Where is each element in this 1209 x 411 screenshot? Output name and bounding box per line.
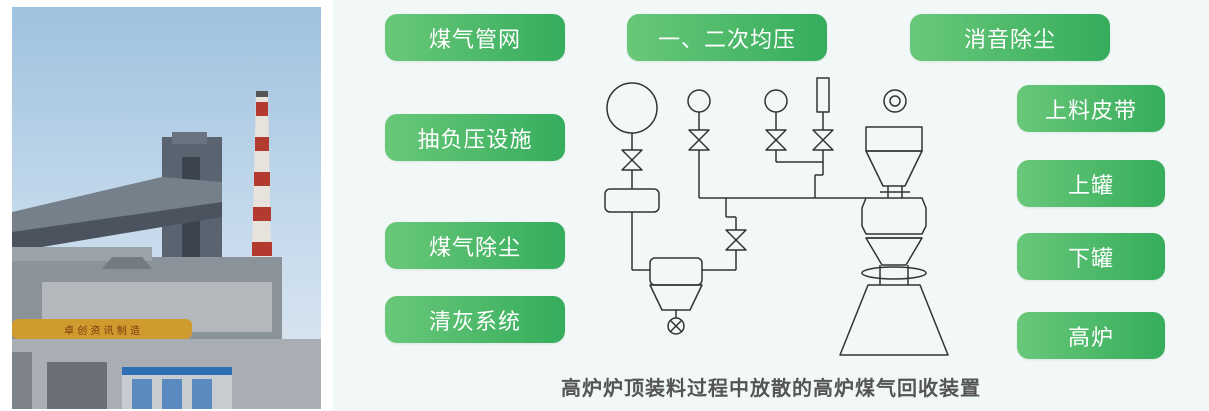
label-ash-cleaning: 清灰系统 <box>385 296 565 343</box>
dust-collector-symbol <box>649 257 703 286</box>
valve-1-symbol <box>688 129 710 151</box>
lower-tank-cone-symbol <box>865 237 923 266</box>
label-blast-furnace: 高炉 <box>1017 312 1165 359</box>
valve-2-symbol <box>765 129 787 151</box>
blast-furnace-photo: 卓 创 资 讯 制 造 <box>12 7 321 409</box>
charging-chute-symbol <box>861 266 927 280</box>
lower-tank-top-symbol <box>861 197 927 235</box>
label-negative-pressure: 抽负压设施 <box>385 114 565 161</box>
label-feed-belt: 上料皮带 <box>1017 85 1165 132</box>
small-tank-2-symbol <box>764 89 788 113</box>
label-upper-tank: 上罐 <box>1017 160 1165 207</box>
valve-left-symbol <box>621 149 643 171</box>
blast-furnace-symbol <box>839 284 949 356</box>
gas-network-tank-symbol <box>606 82 658 134</box>
label-silencer-dedusting: 消音除尘 <box>910 14 1110 61</box>
upper-tank-top-symbol <box>865 126 923 152</box>
feed-belt-symbol <box>883 89 907 113</box>
valve-dust-line-symbol <box>725 229 747 251</box>
small-tank-1-symbol <box>687 89 711 113</box>
label-gas-dedusting: 煤气除尘 <box>385 222 565 269</box>
label-gas-network: 煤气管网 <box>385 14 565 61</box>
photo-banner-text: 卓 创 资 讯 制 造 <box>64 324 140 337</box>
dust-hopper-symbol <box>649 284 703 311</box>
diagram-caption: 高炉炉顶装料过程中放散的高炉煤气回收装置 <box>561 376 981 400</box>
label-lower-tank: 下罐 <box>1017 233 1165 280</box>
label-pressure-equalizing: 一、二次均压 <box>627 14 827 61</box>
blast-furnace-illustration: 卓 创 资 讯 制 造 <box>12 7 321 409</box>
negative-pressure-unit-symbol <box>604 188 660 213</box>
upper-tank-cone-symbol <box>865 150 923 187</box>
silencer-symbol <box>816 77 830 113</box>
valve-silencer-symbol <box>812 129 834 151</box>
ash-discharge-valve-symbol <box>667 317 685 335</box>
